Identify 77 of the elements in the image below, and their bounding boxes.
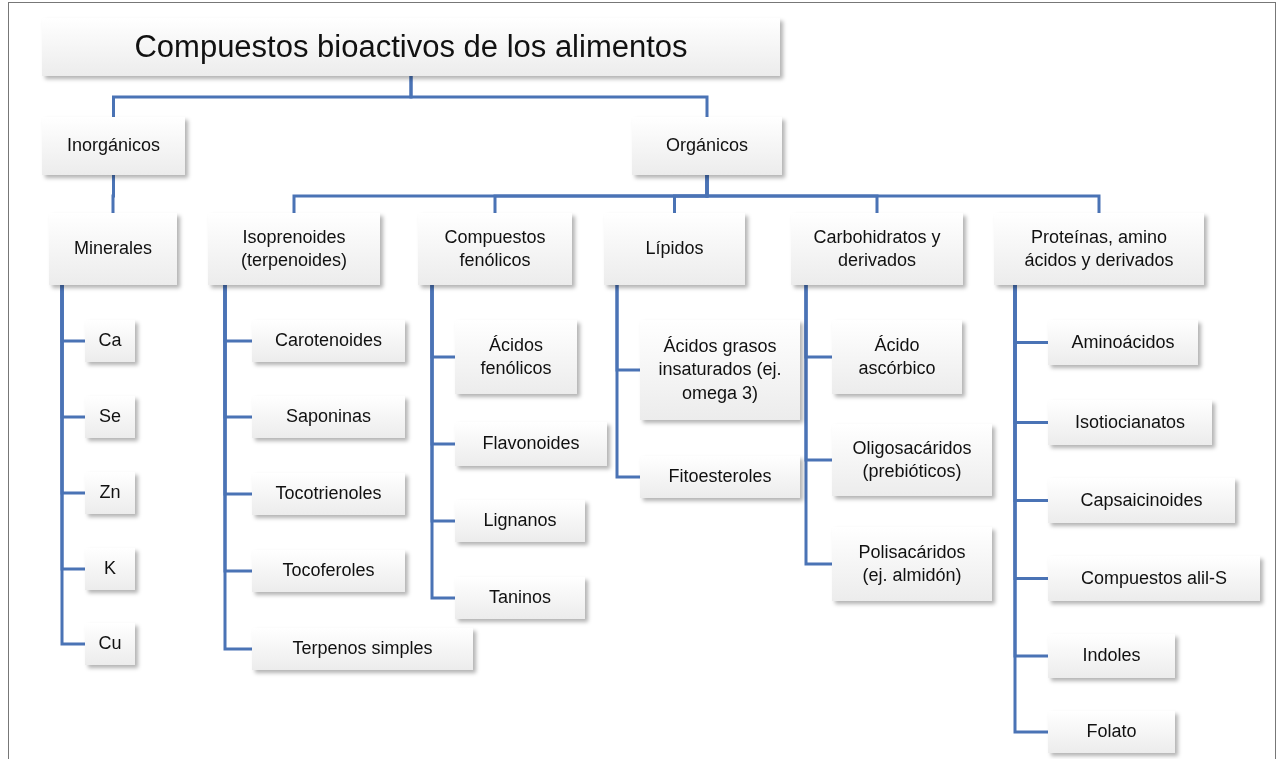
category-box: [1048, 556, 1260, 601]
connector-line: [111, 175, 115, 213]
node-label: Aminoácidos: [1070, 330, 1176, 354]
node-label: Compuestos bioactivos de los alimentos: [134, 27, 688, 66]
category-box: [252, 628, 473, 670]
node-label: Se: [98, 405, 122, 429]
node-label: Oligosacáridos (prebióticos): [851, 436, 973, 483]
connector-line: [430, 285, 455, 600]
category-box: [791, 213, 963, 285]
node-label: Lípidos: [644, 237, 705, 261]
category-box: [85, 548, 135, 590]
category-box: [49, 213, 177, 285]
connector-line: [409, 76, 709, 117]
node-label: Ácido ascórbico: [857, 333, 937, 380]
category-box: [208, 213, 380, 285]
node-label: Ácidos fenólicos: [479, 333, 553, 380]
category-box: [42, 117, 185, 175]
category-box: [640, 456, 800, 498]
category-box: [455, 320, 577, 394]
node-label: Orgánicos: [664, 134, 749, 158]
connector-line: [705, 175, 1101, 213]
category-box: [1048, 711, 1175, 753]
category-box: [455, 577, 585, 619]
node-label: Capsaicinoides: [1079, 488, 1204, 512]
category-box: [1048, 478, 1235, 523]
node-label: Polisacáridos (ej. almidón): [857, 540, 967, 587]
node-label: Folato: [1085, 720, 1138, 744]
node-label: Tocoferoles: [281, 559, 376, 583]
category-box: [455, 422, 607, 466]
node-label: Zn: [98, 481, 122, 505]
connector-line: [1013, 285, 1048, 734]
category-box: [1048, 400, 1212, 445]
node-label: Minerales: [73, 237, 153, 261]
node-label: Compuestos alil-S: [1079, 566, 1229, 590]
category-box: [252, 396, 405, 438]
category-box: [85, 472, 135, 514]
category-box: [85, 396, 135, 438]
category-box: [604, 213, 745, 285]
category-box: [994, 213, 1204, 285]
node-label: Carotenoides: [273, 329, 384, 353]
node-label: Proteínas, amino ácidos y derivados: [1023, 225, 1175, 272]
category-box: [252, 550, 405, 592]
category-box: [42, 18, 780, 76]
category-box: [832, 527, 992, 601]
node-label: Indoles: [1081, 644, 1142, 668]
node-label: Flavonoides: [481, 432, 581, 456]
category-box: [418, 213, 572, 285]
category-box: [632, 117, 782, 175]
category-box: [640, 320, 800, 420]
node-label: Tocotrienoles: [274, 482, 383, 506]
category-box: [832, 424, 992, 496]
node-label: K: [103, 557, 117, 581]
node-label: Ca: [97, 329, 123, 353]
node-label: Inorgánicos: [65, 134, 162, 158]
node-label: Taninos: [487, 586, 552, 610]
node-label: Cu: [97, 632, 123, 656]
category-box: [85, 623, 135, 665]
category-box: [252, 473, 405, 515]
node-label: Lignanos: [482, 509, 558, 533]
category-box: [85, 320, 135, 362]
node-label: Isoprenoides (terpenoides): [239, 225, 349, 272]
category-box: [455, 500, 585, 542]
node-label: Compuestos fenólicos: [443, 225, 547, 272]
category-box: [252, 320, 405, 362]
connector-line: [60, 285, 85, 646]
node-label: Carbohidratos y derivados: [812, 225, 942, 272]
node-label: Fitoesteroles: [667, 465, 773, 489]
node-label: Terpenos simples: [291, 637, 434, 661]
connector-line: [804, 285, 832, 566]
category-box: [832, 320, 962, 394]
connector-line: [615, 285, 640, 479]
connector-line: [223, 285, 252, 651]
category-box: [1048, 320, 1198, 365]
node-label: Isotiocianatos: [1073, 410, 1187, 434]
category-box: [1048, 634, 1175, 678]
node-label: Ácidos grasos insaturados (ej. omega 3): [657, 334, 783, 405]
node-label: Saponinas: [284, 405, 373, 429]
